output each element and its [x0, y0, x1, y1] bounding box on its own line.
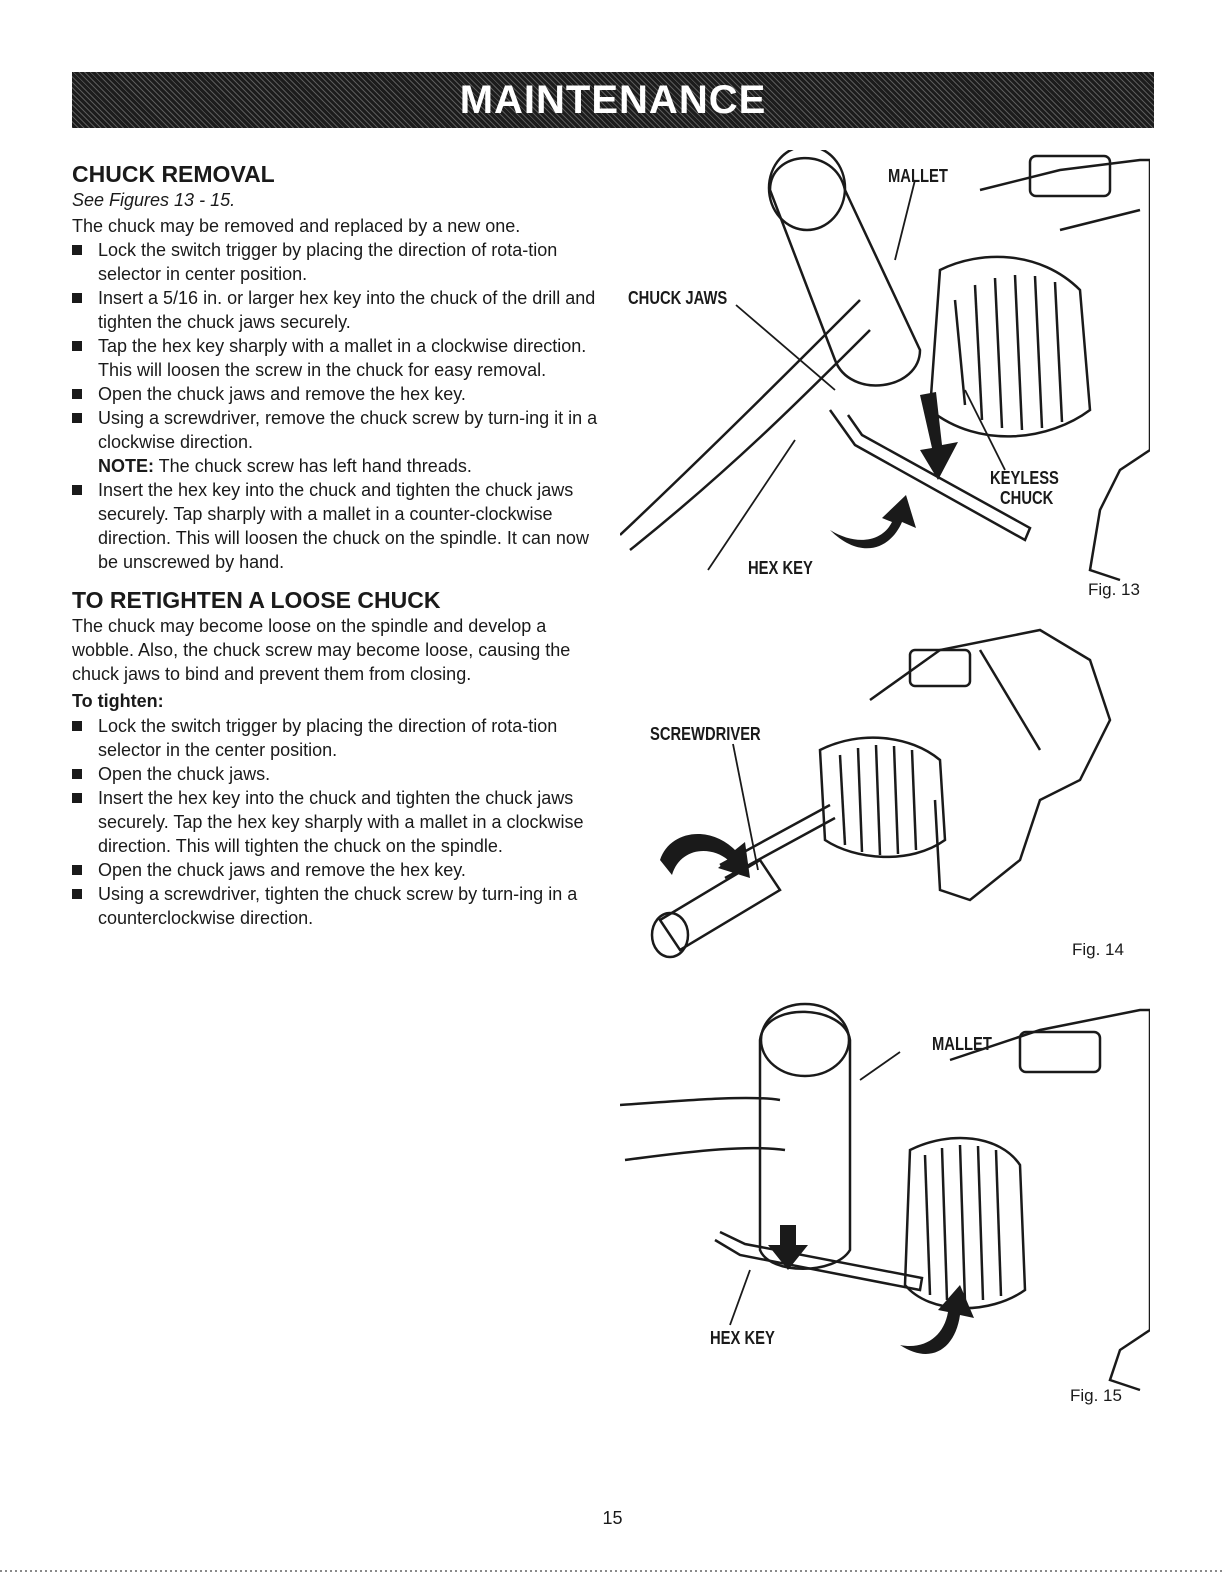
- fig15-illustration: [620, 1002, 1150, 1392]
- retighten-heading: TO RETIGHTEN A LOOSE CHUCK: [72, 587, 441, 613]
- mallet-label: MALLET: [888, 166, 948, 186]
- to-tighten-label: To tighten:: [72, 691, 164, 711]
- figure-14: SCREWDRIVER Fig. 14: [640, 620, 1140, 965]
- list-item: Tap the hex key sharply with a mallet in…: [72, 334, 600, 382]
- chuck-removal-final-step: Insert the hex key into the chuck and ti…: [72, 478, 600, 574]
- list-item: Lock the switch trigger by placing the d…: [72, 238, 600, 286]
- note-label: NOTE:: [98, 456, 154, 476]
- retighten-intro: The chuck may become loose on the spindl…: [72, 616, 571, 684]
- figure-15: MALLET HEX KEY Fig. 15: [620, 1000, 1150, 1410]
- figure-reference: See Figures 13 - 15.: [72, 190, 236, 210]
- list-item: Using a screwdriver, remove the chuck sc…: [72, 406, 600, 454]
- figure-13: MALLET CHUCK JAWS KEYLESS CHUCK HEX KEY …: [620, 150, 1150, 600]
- fig13-illustration: [620, 150, 1150, 582]
- keyless-chuck-label-line2: CHUCK: [1000, 488, 1054, 508]
- list-item: Insert the hex key into the chuck and ti…: [72, 786, 600, 858]
- fig14-illustration: [650, 628, 1112, 959]
- list-item: Insert a 5/16 in. or larger hex key into…: [72, 286, 600, 334]
- keyless-chuck-label-line1: KEYLESS: [990, 468, 1059, 488]
- hex-key-label: HEX KEY: [710, 1328, 775, 1348]
- list-item: Using a screwdriver, tighten the chuck s…: [72, 882, 600, 930]
- retighten-steps: Lock the switch trigger by placing the d…: [72, 714, 600, 930]
- list-item: Open the chuck jaws and remove the hex k…: [72, 382, 600, 406]
- chuck-removal-steps: Lock the switch trigger by placing the d…: [72, 238, 600, 454]
- list-item: Lock the switch trigger by placing the d…: [72, 714, 600, 762]
- list-item: Insert the hex key into the chuck and ti…: [72, 478, 600, 574]
- page-number: 15: [602, 1508, 623, 1528]
- list-item: Open the chuck jaws.: [72, 762, 600, 786]
- hex-key-label: HEX KEY: [748, 558, 813, 578]
- chuck-removal-heading: CHUCK REMOVAL: [72, 161, 275, 187]
- list-item: Open the chuck jaws and remove the hex k…: [72, 858, 600, 882]
- fig13-caption: Fig. 13: [1088, 580, 1140, 599]
- bottom-divider: [0, 1570, 1225, 1572]
- section-header-banner: MAINTENANCE: [72, 72, 1154, 128]
- note: NOTE: The chuck screw has left hand thre…: [72, 454, 600, 478]
- section-title: MAINTENANCE: [459, 77, 767, 122]
- mallet-label: MALLET: [932, 1034, 992, 1054]
- chuck-jaws-label: CHUCK JAWS: [628, 288, 728, 308]
- text-column: CHUCK REMOVAL See Figures 13 - 15. The c…: [72, 160, 600, 930]
- fig14-caption: Fig. 14: [1072, 940, 1124, 959]
- chuck-removal-intro: The chuck may be removed and replaced by…: [72, 216, 521, 236]
- fig15-caption: Fig. 15: [1070, 1386, 1122, 1405]
- note-text: The chuck screw has left hand threads.: [154, 456, 472, 476]
- screwdriver-label: SCREWDRIVER: [650, 724, 761, 744]
